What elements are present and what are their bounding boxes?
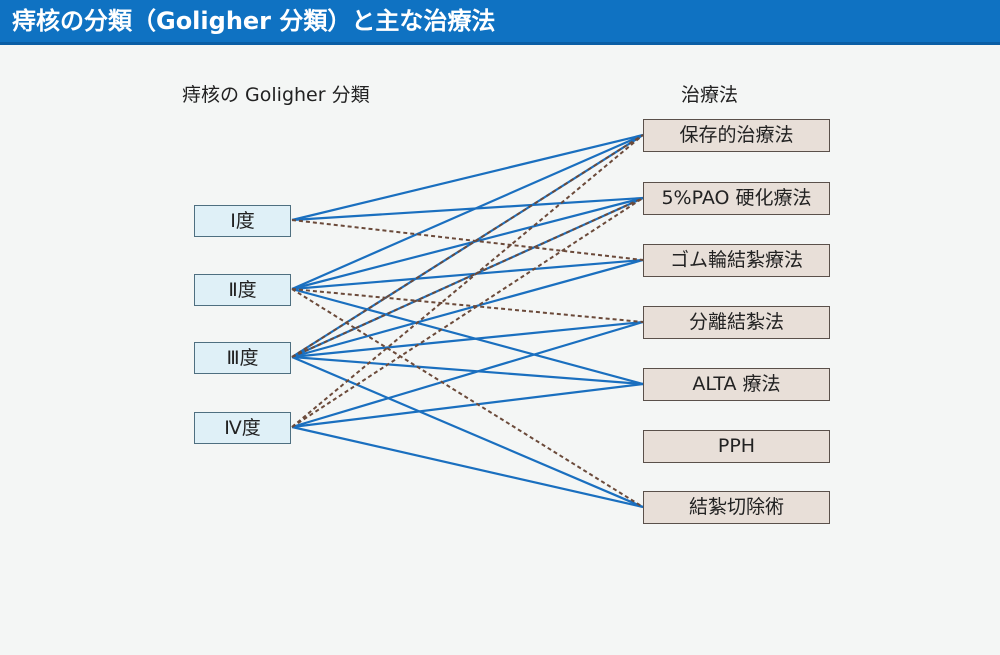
solid-line-grade2-to-treatment2 — [291, 196, 644, 291]
dashed-line-grade2-to-treatment4 — [291, 288, 644, 323]
grade-box-3: Ⅲ度 — [194, 342, 291, 374]
dashed-line-grade3-to-treatment1 — [291, 134, 644, 358]
treatment-box-conservative: 保存的治療法 — [643, 119, 830, 152]
grade-box-2: Ⅱ度 — [194, 274, 291, 306]
solid-line-grade4-to-treatment7 — [291, 425, 644, 509]
title-bar: 痔核の分類（Goligher 分類）と主な治療法 — [0, 0, 1000, 45]
grade-box-4: Ⅳ度 — [194, 412, 291, 444]
dashed-line-grade3-to-treatment2 — [291, 197, 644, 358]
right-column-heading: 治療法 — [681, 84, 739, 106]
page-title: 痔核の分類（Goligher 分類）と主な治療法 — [12, 7, 496, 35]
treatment-box-rubber-band: ゴム輪結紮療法 — [643, 244, 830, 277]
solid-line-grade4-to-treatment5 — [291, 382, 644, 429]
solid-line-grade3-to-treatment3 — [291, 258, 644, 359]
left-column-heading: 痔核の Goligher 分類 — [182, 84, 370, 106]
treatment-box-separate-ligation: 分離結紮法 — [643, 306, 830, 339]
solid-line-grade4-to-treatment4 — [291, 320, 644, 429]
dashed-line-grade1-to-treatment3 — [291, 219, 644, 261]
solid-line-grade3-to-treatment7 — [291, 355, 644, 509]
solid-line-grade3-to-treatment5 — [291, 355, 644, 386]
dashed-line-grade2-to-treatment7 — [291, 288, 644, 508]
dashed-line-grade4-to-treatment2 — [291, 197, 644, 428]
solid-line-grade2-to-treatment5 — [291, 287, 644, 386]
treatment-box-alta: ALTA 療法 — [643, 368, 830, 401]
solid-line-grade1-to-treatment1 — [291, 133, 644, 222]
treatment-box-sclerotherapy: 5%PAO 硬化療法 — [643, 182, 830, 215]
grade-box-1: Ⅰ度 — [194, 205, 291, 237]
dashed-line-grade4-to-treatment1 — [291, 134, 644, 428]
solid-line-grade2-to-treatment3 — [291, 258, 644, 291]
treatment-box-pph: PPH — [643, 430, 830, 463]
solid-line-grade1-to-treatment2 — [291, 196, 644, 222]
treatment-box-ligation-excision: 結紮切除術 — [643, 491, 830, 524]
solid-line-grade3-to-treatment4 — [291, 320, 644, 359]
solid-line-grade2-to-treatment1 — [291, 133, 644, 291]
